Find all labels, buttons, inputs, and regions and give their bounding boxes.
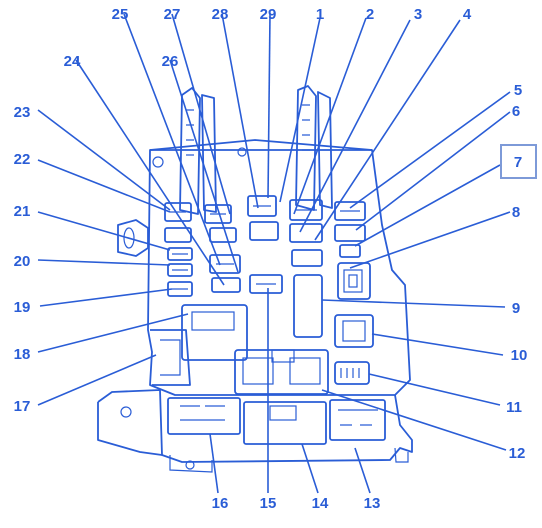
callout-7-highlight [500,144,537,179]
callout-7: 7 [514,154,522,171]
relays [150,262,386,445]
callout-25: 25 [112,6,129,23]
callout-9: 9 [512,300,520,317]
callout-16: 16 [212,495,229,512]
callout-24: 24 [64,53,81,70]
callout-19: 19 [14,299,31,316]
callout-28: 28 [212,6,229,23]
callout-1: 1 [316,6,324,23]
callout-3: 3 [414,6,422,23]
callout-14: 14 [312,495,329,512]
callout-8: 8 [512,204,520,221]
callout-21: 21 [14,203,31,220]
callout-13: 13 [364,495,381,512]
callout-17: 17 [14,398,31,415]
relay-clips [152,85,333,215]
callout-22: 22 [14,151,31,168]
callout-6: 6 [512,103,520,120]
fuse-box-body [97,139,413,473]
callout-15: 15 [260,495,277,512]
callout-29: 29 [260,6,277,23]
callout-11: 11 [506,399,522,416]
callout-26: 26 [162,53,179,70]
callout-20: 20 [14,253,31,270]
callout-23: 23 [14,104,31,121]
callout-labels: 1 2 3 4 5 6 7 8 9 10 11 12 13 14 15 16 1… [14,6,528,512]
leader-lines [37,13,511,494]
callout-12: 12 [509,445,526,462]
callout-27: 27 [164,6,181,23]
callout-2: 2 [366,6,374,23]
callout-10: 10 [511,347,528,364]
callout-5: 5 [514,82,522,99]
callout-18: 18 [14,346,31,363]
callout-4: 4 [463,6,472,23]
